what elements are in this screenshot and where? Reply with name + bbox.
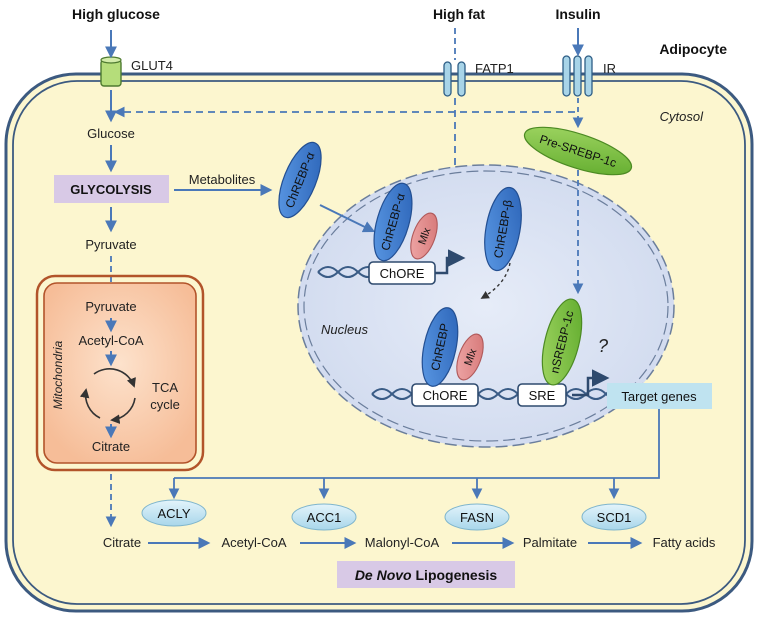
palmitate-label: Palmitate [523,535,577,550]
metabolites-label: Metabolites [189,172,256,187]
mlx-bottom-label: Mlx [462,347,479,368]
nucleus-label: Nucleus [321,322,368,337]
dna-helix-top [317,266,379,278]
glut4-label: GLUT4 [131,58,173,73]
fatp1-label: FATP1 [475,61,514,76]
lipogenesis-title-rest: Lipogenesis [412,567,498,583]
mitochondria [35,274,205,472]
chrebp-nuclear: ChREBP [421,307,459,387]
chore-bottom-box [411,383,479,407]
transcription-start-top-arrow [435,249,466,275]
mlx-top: Mlx [410,212,438,260]
pyruvate-cytosol-label: Pyruvate [85,237,136,252]
enzyme-acly: ACLY [141,499,207,527]
fatp1-transporter [443,61,466,97]
enzyme-acc1: ACC1 [291,503,357,531]
target-genes-box [607,383,712,409]
citrate-cytosol-label: Citrate [103,535,141,550]
acetyl-coa-cytosol-label: Acetyl-CoA [221,535,286,550]
glycolysis-box [54,175,169,203]
chrebp-alpha-nuclear-import-arrow [319,204,376,233]
malonyl-coa-label: Malonyl-CoA [365,535,440,550]
transcription-start-bottom-arrow [572,369,610,397]
mlx-bottom: Mlx [456,333,484,381]
glut4-transporter [100,56,122,87]
tca-label-line1: TCA [152,380,178,395]
cytosol-label: Cytosol [660,109,704,124]
target-genes-output-lines [168,409,660,500]
chore-bottom-label: ChORE [423,388,468,403]
ir-label: IR [603,61,616,76]
enzyme-scd1-label: SCD1 [597,510,632,525]
enzyme-fasn-label: FASN [460,510,494,525]
citrate-mito-label: Citrate [92,439,130,454]
high-fat-label: High fat [433,6,485,22]
acetyl-coa-mito-label: Acetyl-CoA [78,333,143,348]
nsrebp-1c: nSREBP-1c [541,298,583,386]
lipogenesis-title: De Novo Lipogenesis [355,567,498,583]
chrebp-alpha-nuclear: ChREBP-α [373,182,413,262]
question-mark: ? [598,336,608,356]
lipogenesis-title-italic: De Novo [355,567,412,583]
lipogenesis-title-box [337,561,515,588]
insulin-receptor [562,55,593,97]
sre-box [517,383,567,407]
mitochondria-label: Mitochondria [51,340,65,409]
enzyme-scd1: SCD1 [581,503,647,531]
enzyme-acly-label: ACLY [158,506,191,521]
adipocyte-label: Adipocyte [659,41,727,57]
glycolysis-label: GLYCOLYSIS [70,182,152,197]
insulin-label: Insulin [555,6,600,22]
cell-membrane-inner [12,80,746,605]
target-genes-label: Target genes [621,389,697,404]
glucose-label: Glucose [87,126,135,141]
high-glucose-label: High glucose [72,6,160,22]
tca-cycle-icon [79,368,136,424]
enzyme-acc1-label: ACC1 [307,510,342,525]
tca-label-line2: cycle [150,397,180,412]
pyruvate-mito-label: Pyruvate [85,299,136,314]
chrebp-beta: ChREBP-β [484,186,522,272]
chore-top-label: ChORE [380,266,425,281]
fatty-acids-label: Fatty acids [653,535,716,550]
enzyme-fasn: FASN [444,503,510,531]
sre-label: SRE [529,388,556,403]
mlx-top-label: Mlx [416,226,433,247]
